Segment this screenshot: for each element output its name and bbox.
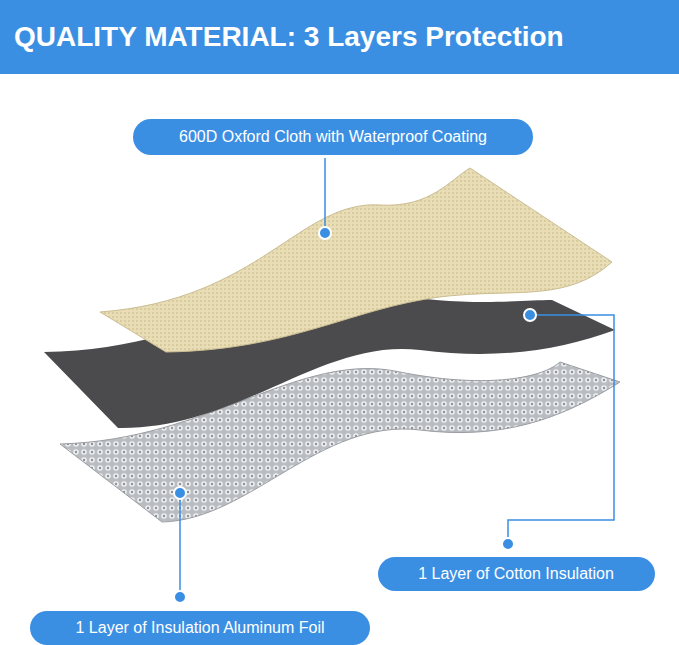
callout-pill: 1 Layer of Cotton Insulation — [378, 557, 655, 591]
callout-pill: 600D Oxford Cloth with Waterproof Coatin… — [133, 119, 533, 155]
callout-label: 600D Oxford Cloth with Waterproof Coatin… — [179, 128, 487, 146]
callout-label: 1 Layer of Cotton Insulation — [418, 565, 614, 583]
callout-label: 1 Layer of Insulation Aluminum Foil — [75, 619, 324, 637]
callout-pill: 1 Layer of Insulation Aluminum Foil — [30, 611, 370, 645]
page-title: QUALITY MATERIAL: 3 Layers Protection — [14, 0, 564, 74]
